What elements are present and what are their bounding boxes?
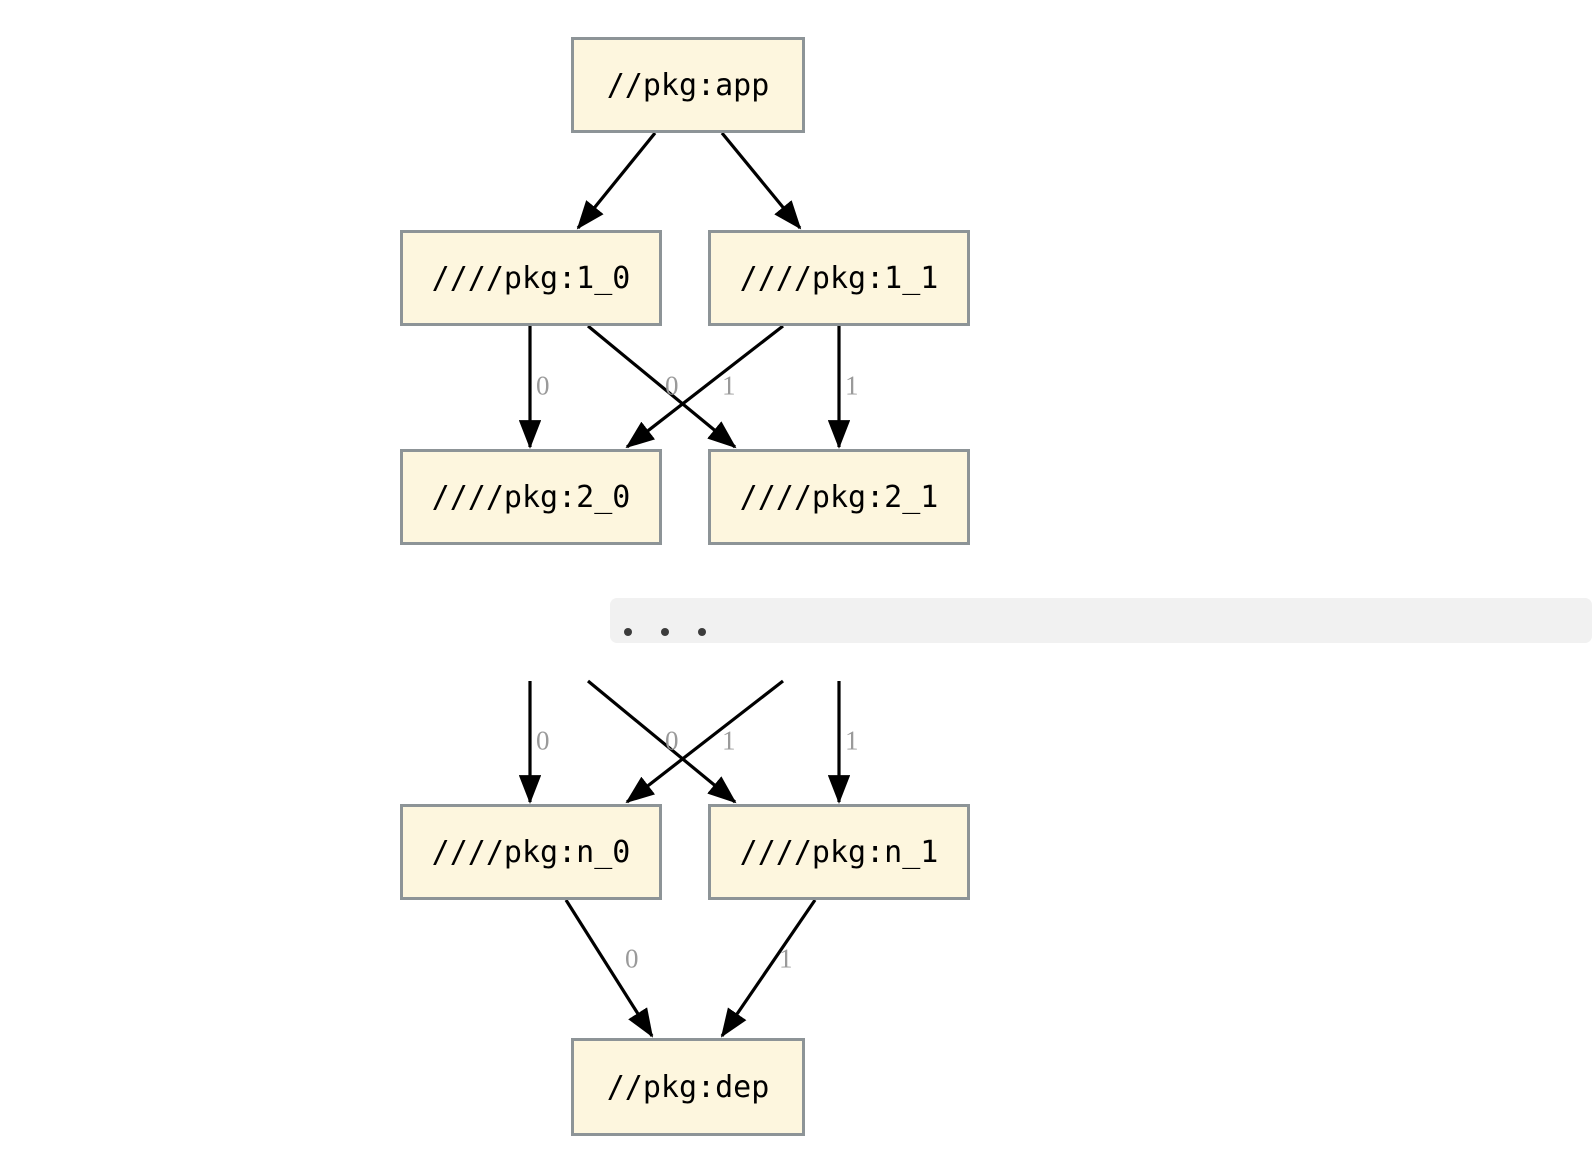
edge-label: 1 (722, 725, 736, 756)
edge-label: 1 (845, 370, 859, 401)
node-label: ////pkg:1_1 (739, 260, 939, 296)
edge-arrow (625, 679, 784, 804)
edge-arrow (720, 131, 802, 230)
node-n_0[interactable]: ////pkg:n_0 (400, 804, 662, 900)
node-n_1[interactable]: ////pkg:n_1 (708, 804, 970, 900)
edge-lines (518, 131, 851, 1038)
edge-arrow (586, 679, 737, 804)
node-app[interactable]: //pkg:app (571, 37, 805, 133)
edge-label: 0 (665, 725, 679, 756)
edge-arrow (720, 899, 817, 1038)
node-label: ////pkg:1_0 (431, 260, 631, 296)
node-dep[interactable]: //pkg:dep (571, 1038, 805, 1136)
node-2_0[interactable]: ////pkg:2_0 (400, 449, 662, 545)
edge-label: 0 (665, 370, 679, 401)
node-label: ////pkg:n_0 (431, 834, 631, 870)
edge-arrow (564, 899, 654, 1038)
node-1_1[interactable]: ////pkg:1_1 (708, 230, 970, 326)
edge-label: 0 (536, 370, 550, 401)
edge-arrow (576, 131, 657, 230)
edge-label: 1 (722, 370, 736, 401)
node-label: ////pkg:2_1 (739, 479, 939, 515)
edge-arrow (586, 324, 737, 449)
ellipsis-dots-icon (610, 628, 706, 643)
node-label: //pkg:app (606, 67, 770, 103)
ellipsis-dot (661, 628, 669, 636)
truncation-ellipsis-band (610, 598, 1592, 643)
ellipsis-dot (698, 628, 706, 636)
node-label: ////pkg:2_0 (431, 479, 631, 515)
edge-label: 0 (536, 725, 550, 756)
edge-label: 0 (625, 943, 639, 974)
node-1_0[interactable]: ////pkg:1_0 (400, 230, 662, 326)
node-label: ////pkg:n_1 (739, 834, 939, 870)
edge-label: 1 (845, 725, 859, 756)
edge-arrow (625, 324, 784, 449)
node-label: //pkg:dep (606, 1069, 770, 1105)
ellipsis-dot (624, 628, 632, 636)
edge-label: 1 (779, 943, 793, 974)
node-2_1[interactable]: ////pkg:2_1 (708, 449, 970, 545)
